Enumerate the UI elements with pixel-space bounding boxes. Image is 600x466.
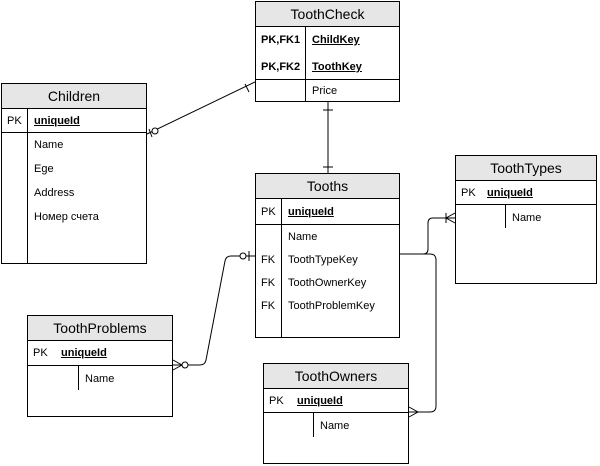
rel-tooths-toothowners-crow bbox=[408, 406, 420, 418]
rel-children-toothcheck-bar bbox=[244, 83, 250, 93]
field: Price bbox=[312, 85, 338, 97]
entity-toothcheck[interactable]: ToothCheck PK,FK1 ChildKey PK,FK2 ToothK… bbox=[255, 1, 400, 102]
entity-toothtypes[interactable]: ToothTypes PK uniqueId Name bbox=[455, 155, 597, 284]
entity-tooths[interactable]: Tooths PK uniqueId Name FK ToothTypeKey … bbox=[255, 173, 400, 338]
field: Ege bbox=[34, 163, 54, 175]
entity-toothowners[interactable]: ToothOwners PK uniqueId Name bbox=[263, 363, 409, 464]
rel-children-toothcheck-circle bbox=[151, 127, 159, 135]
rel-children-toothcheck bbox=[146, 81, 256, 135]
pk-field: uniqueId bbox=[61, 347, 107, 359]
field: Name bbox=[512, 212, 542, 224]
key-label: FK bbox=[261, 254, 276, 266]
pk-field: uniqueId bbox=[34, 115, 80, 127]
key-label: PK bbox=[269, 395, 284, 407]
entity-header: Tooths bbox=[256, 174, 399, 199]
rel-toothproblems-tooths bbox=[173, 255, 255, 366]
pk-field: uniqueId bbox=[487, 187, 533, 199]
field: Name bbox=[34, 139, 64, 151]
entity-header: ToothOwners bbox=[264, 364, 408, 389]
key-label: PK bbox=[461, 187, 476, 199]
pk-field: uniqueId bbox=[288, 206, 334, 218]
pk-field: uniqueId bbox=[297, 395, 343, 407]
field: ToothOwnerKey bbox=[288, 277, 367, 289]
rel-children-toothcheck-bar2 bbox=[148, 128, 153, 138]
field: Address bbox=[34, 187, 75, 199]
entity-header: Children bbox=[2, 84, 146, 109]
key-label: PK bbox=[261, 206, 276, 218]
rel-toothproblems-tooths-circle2 bbox=[239, 252, 247, 260]
entity-header: ToothCheck bbox=[256, 2, 399, 27]
field: Name bbox=[288, 231, 318, 243]
field: ToothTypeKey bbox=[288, 254, 358, 266]
pk-field: ToothKey bbox=[312, 61, 362, 73]
rel-tooths-toothowners bbox=[399, 253, 437, 413]
rel-tooths-toothtypes bbox=[399, 217, 455, 255]
key-label: PK bbox=[7, 115, 22, 127]
key-label: FK bbox=[261, 300, 276, 312]
key-label: FK bbox=[261, 277, 276, 289]
pk-field: ChildKey bbox=[312, 34, 360, 46]
field: Name bbox=[320, 420, 350, 432]
rel-toothproblems-tooths-circle bbox=[181, 361, 189, 369]
field: ToothProblemKey bbox=[288, 300, 375, 312]
entity-header: ToothTypes bbox=[456, 156, 596, 181]
entity-toothproblems[interactable]: ToothProblems PK uniqueId Name bbox=[27, 315, 173, 417]
key-label: PK,FK1 bbox=[261, 34, 301, 46]
entity-children[interactable]: Children PK uniqueId Name Ege Address Но… bbox=[1, 83, 147, 264]
key-label: PK,FK2 bbox=[261, 61, 301, 73]
field: Name bbox=[85, 373, 115, 385]
field: Номер счета bbox=[34, 211, 99, 223]
key-label: PK bbox=[33, 347, 48, 359]
entity-header: ToothProblems bbox=[28, 316, 172, 341]
